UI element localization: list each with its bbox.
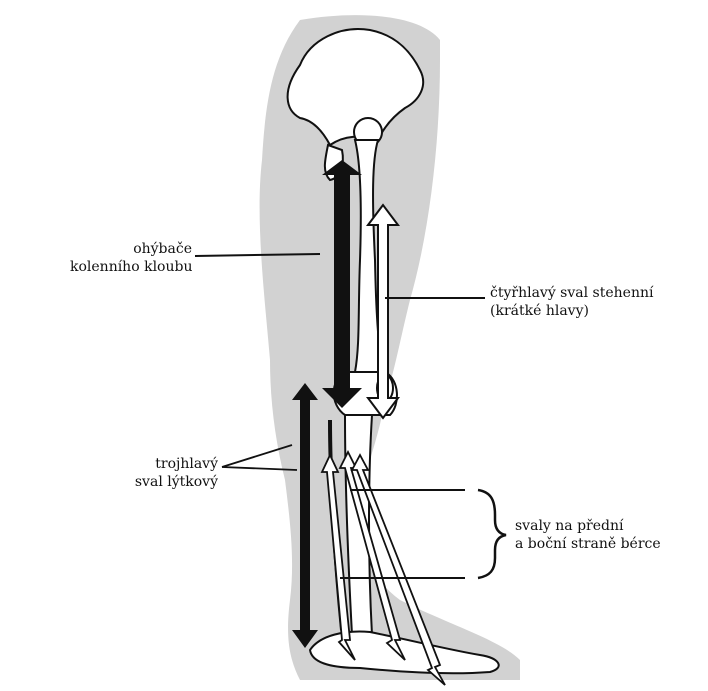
knee-flexors-label-line1: ohýbače (70, 240, 192, 258)
shin-muscles-label: svaly na přední a boční straně bérce (515, 517, 661, 553)
quadriceps-label-line1: čtyřhlavý sval stehenní (490, 284, 653, 302)
knee-flexors-label-line2: kolenního kloubu (70, 258, 192, 276)
quadriceps-label-line2: (krátké hlavy) (490, 302, 653, 320)
triceps-surae-label-line2: sval lýtkový (90, 473, 218, 491)
triceps-surae-label: trojhlavý sval lýtkový (90, 455, 218, 491)
triceps-surae-label-line1: trojhlavý (90, 455, 218, 473)
shin-muscles-label-line1: svaly na přední (515, 517, 661, 535)
shin-muscles-label-line2: a boční straně bérce (515, 535, 661, 553)
shin-muscles-brace (478, 490, 506, 578)
knee-flexors-label: ohýbače kolenního kloubu (70, 240, 192, 276)
quadriceps-label: čtyřhlavý sval stehenní (krátké hlavy) (490, 284, 653, 320)
